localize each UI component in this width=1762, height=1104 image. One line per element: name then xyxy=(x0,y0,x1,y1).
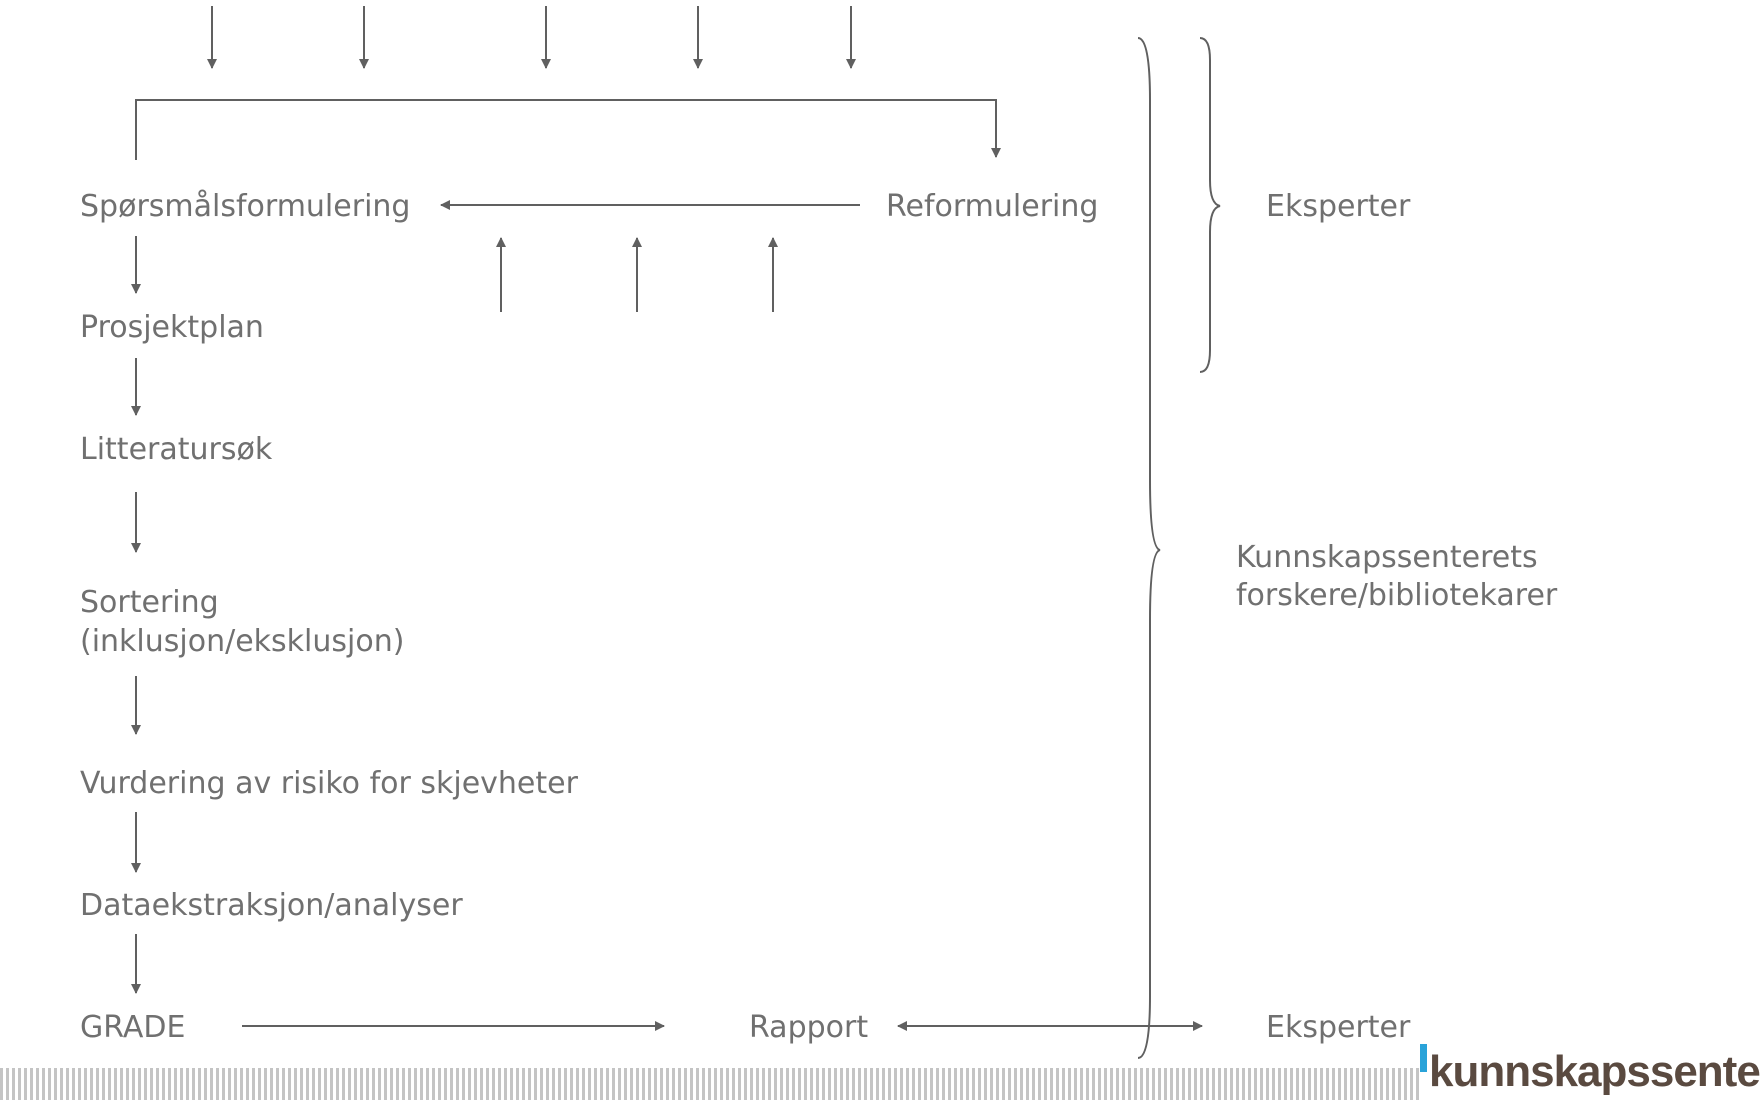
logo-text: kunnskapssenteret xyxy=(1429,1047,1762,1096)
small-brace xyxy=(1199,37,1221,373)
footer-stripe-bar xyxy=(0,1068,1420,1100)
role-researchers-label-line2: forskere/bibliotekarer xyxy=(1236,578,1558,613)
step-report-label: Rapport xyxy=(749,1010,868,1045)
step-data-extraction-label: Dataekstraksjon/analyser xyxy=(80,888,463,923)
large-brace xyxy=(1137,37,1161,1059)
step-bias-assessment-label: Vurdering av risiko for skjevheter xyxy=(80,766,579,801)
kunnskapssenteret-logo: kunnskapssenteret xyxy=(1420,1040,1762,1100)
step-sorting-label-line1: Sortering xyxy=(80,585,219,620)
step-question-label: Spørsmålsformulering xyxy=(80,189,410,224)
step-sorting-label-line2: (inklusjon/eksklusjon) xyxy=(80,624,404,659)
role-researchers-label-line1: Kunnskapssenterets xyxy=(1236,540,1538,575)
feedback-loop-connector xyxy=(135,99,1001,160)
step-reformulation-label: Reformulering xyxy=(886,189,1098,224)
logo-accent-mark xyxy=(1420,1044,1427,1072)
role-experts-bottom-label: Eksperter xyxy=(1266,1010,1411,1045)
role-experts-top-label: Eksperter xyxy=(1266,189,1411,224)
step-project-plan-label: Prosjektplan xyxy=(80,310,264,345)
step-literature-search-label: Litteratursøk xyxy=(80,432,273,467)
step-grade-label: GRADE xyxy=(80,1010,185,1045)
